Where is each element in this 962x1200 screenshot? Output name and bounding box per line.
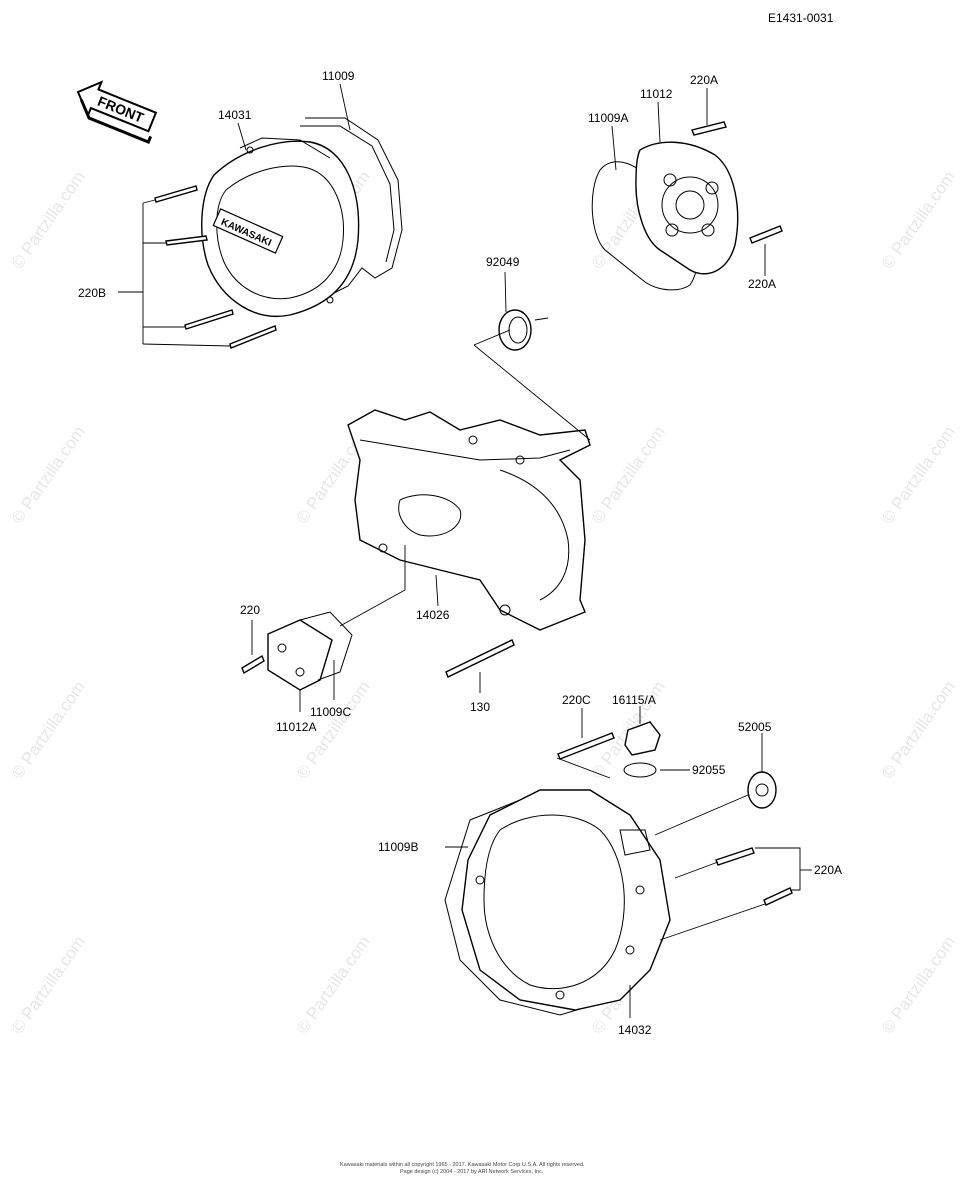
watermark: © Partzilla.com (8, 423, 89, 528)
label-16115A: 16115/A (612, 693, 656, 707)
copyright-footer: Kawasaki materials within all copyright … (340, 1162, 585, 1175)
crankcase-cover-14026 (347, 329, 591, 631)
label-11009B: 11009B (378, 840, 418, 854)
seal-92049 (498, 271, 549, 351)
label-130: 130 (470, 700, 490, 714)
gasket-11009A (591, 161, 698, 291)
label-11012A: 11012A (276, 720, 316, 734)
label-11012: 11012 (640, 87, 673, 101)
front-arrow-icon: FRONT (76, 80, 158, 144)
watermark: © Partzilla.com (293, 933, 374, 1038)
label-14026: 14026 (416, 608, 450, 622)
label-220: 220 (240, 603, 260, 617)
label-14031: 14031 (218, 108, 252, 122)
label-14032: 14032 (618, 1023, 652, 1037)
gasket-11009 (305, 117, 403, 301)
cover-14031 (201, 140, 360, 317)
watermark: © Partzilla.com (8, 933, 89, 1038)
label-220B: 220B (78, 286, 106, 300)
gasket-11009C (299, 611, 353, 681)
cover-11012A (267, 619, 333, 691)
watermark: © Partzilla.com (878, 423, 959, 528)
watermark: © Partzilla.com (588, 423, 669, 528)
label-11009A: 11009A (588, 111, 628, 125)
watermark: © Partzilla.com (8, 678, 89, 783)
footer-line-1: Kawasaki materials within all copyright … (340, 1162, 585, 1168)
label-220A-bottom: 220A (814, 863, 842, 877)
label-92049: 92049 (486, 255, 520, 269)
watermark: © Partzilla.com (878, 678, 959, 783)
small-cover-group (241, 545, 406, 712)
label-11009C: 11009C (310, 705, 351, 719)
cover-14032 (461, 789, 671, 1011)
cover-11012 (635, 141, 739, 275)
watermark: © Partzilla.com (878, 168, 959, 273)
label-11009: 11009 (322, 69, 355, 83)
watermark: © Partzilla.com (878, 933, 959, 1038)
bolt-130 (445, 639, 515, 693)
plug-52005 (747, 771, 777, 809)
watermark: © Partzilla.com (8, 168, 89, 273)
part-labels: 11009 14031 220B 11012 220A 11009A 220A … (78, 69, 842, 1037)
oring-92055 (623, 762, 657, 778)
label-220A-top: 220A (690, 73, 718, 87)
bolts-220B (118, 185, 277, 349)
oil-cap-16115 (624, 721, 661, 756)
generator-cover: KAWASAKI (201, 117, 403, 317)
inspection-cover (591, 121, 783, 291)
clutch-cover-group (444, 706, 812, 1018)
label-220A-right: 220A (748, 277, 776, 291)
label-92055: 92055 (692, 763, 726, 777)
footer-line-2: Page design (c) 2004 - 2017 by ARI Netwo… (400, 1169, 544, 1175)
label-220C: 220C (562, 693, 591, 707)
label-52005: 52005 (738, 720, 772, 734)
diagram-code: E1431-0031 (768, 11, 834, 25)
